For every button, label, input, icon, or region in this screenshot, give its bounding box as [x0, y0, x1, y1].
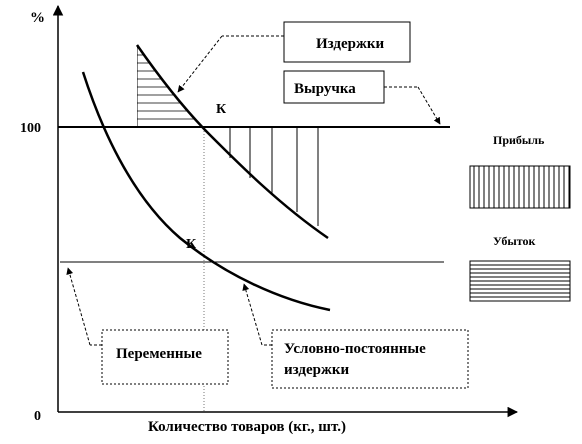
costs-box	[283, 21, 411, 63]
legend-loss-hatch	[470, 264, 570, 298]
fixed-costs-label-line1: Условно-постоянные	[284, 341, 426, 357]
y-axis-unit: %	[30, 10, 45, 26]
break-even-point-lower: К	[186, 237, 197, 252]
x-axis-label: Количество товаров (кг., шт.)	[148, 419, 346, 435]
revenue-pointer-arrow	[417, 86, 441, 125]
origin-label: 0	[34, 409, 41, 424]
variable-costs-curve	[81, 71, 331, 312]
variable-pointer-arrow	[66, 267, 91, 346]
fixed-costs-pointer-arrow	[242, 283, 263, 346]
legend-loss-label: Убыток	[493, 234, 535, 248]
costs-pointer-arrow	[177, 35, 223, 93]
revenue-label: Выручка	[294, 81, 356, 97]
y-tick-100: 100	[20, 121, 41, 136]
loss-hatch-region	[137, 45, 202, 127]
legend-profit-label: Прибыль	[493, 133, 545, 147]
costs-label: Издержки	[316, 36, 385, 52]
legend-profit-swatch	[469, 165, 571, 209]
profit-hatch-region	[229, 127, 319, 226]
revenue-box	[283, 70, 385, 104]
variable-label: Переменные	[116, 346, 202, 362]
break-even-point-upper: К	[216, 102, 227, 117]
fixed-costs-box	[271, 329, 469, 389]
legend-profit-hatch	[473, 166, 570, 208]
variable-box	[101, 329, 229, 385]
total-costs-curve	[135, 44, 329, 240]
fixed-costs-label-line2: издержки	[284, 362, 350, 378]
